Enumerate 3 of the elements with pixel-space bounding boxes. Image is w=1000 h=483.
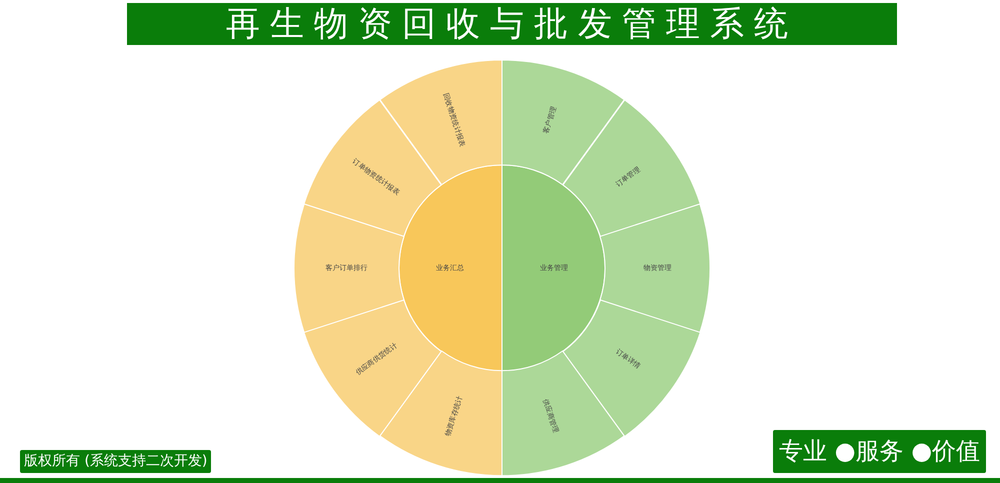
footer-tag: 专业 ●服务 ●价值 — [773, 430, 986, 473]
footer-tag: 版权所有 (系统支持二次开发) — [20, 450, 212, 473]
title-banner: 再生物资回收与批发管理系统 — [127, 3, 897, 45]
